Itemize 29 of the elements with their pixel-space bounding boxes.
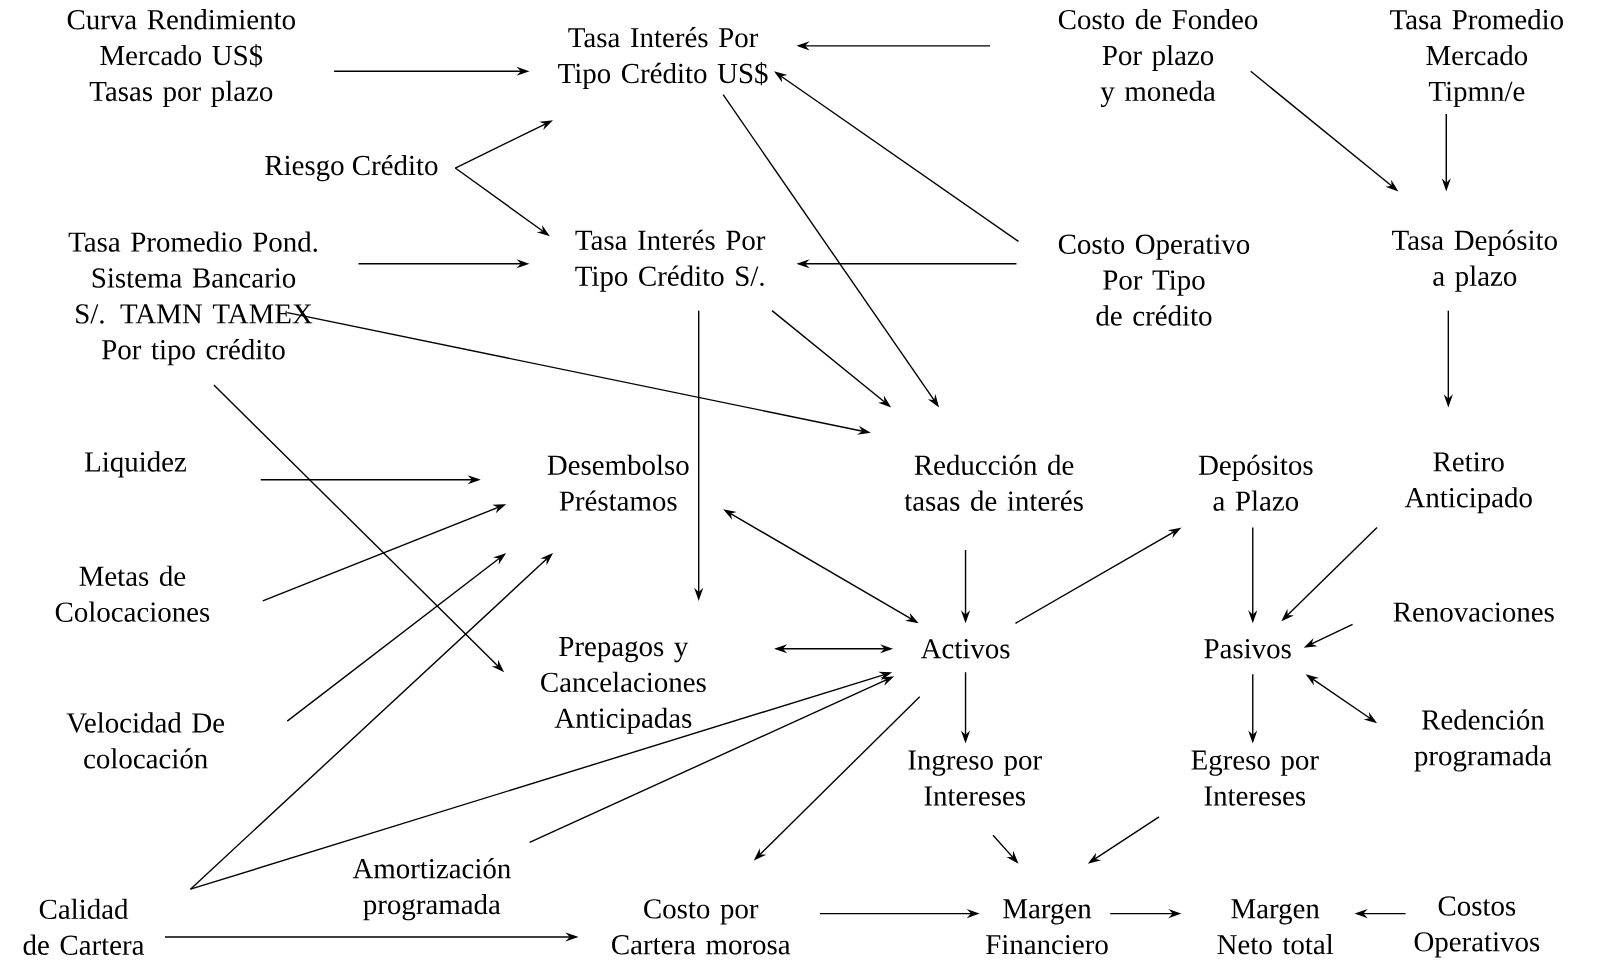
node-label: Calidad de Cartera	[23, 898, 145, 955]
node-label: Margen Financiero	[986, 899, 1108, 955]
node-label: Redención programada	[1414, 709, 1552, 772]
node-label: Retiro Anticipado	[1404, 452, 1532, 514]
node-label: Costo Operativo Por Tipo de crédito	[1058, 234, 1250, 326]
node-label: Liquidez	[84, 451, 186, 478]
node-label: Tasa Promedio Mercado Tipmn/e	[1390, 9, 1563, 107]
node-label: Costo por Cartera morosa	[612, 899, 791, 955]
node-label: Tasa Interés Por Tipo Crédito US$	[558, 27, 768, 90]
node-label: Curva Rendimiento Mercado US$ Tasas por plazo	[67, 9, 295, 107]
node-label: Reducción de tasas de interés	[904, 454, 1083, 511]
node-label: Ingreso por Intereses	[908, 750, 1042, 806]
node-label: Tasa Promedio Pond. Sistema Bancario S/. TAMN TAMEX Por tipo crédito	[68, 231, 317, 366]
node-label: Velocidad De colocación	[66, 712, 225, 769]
node-label: Renovaciones	[1393, 602, 1554, 622]
node-label: Tasa Depósito a plazo	[1392, 229, 1557, 292]
node-label: Prepagos y Cancelaciones Anticipadas	[541, 637, 706, 734]
node-label: Activos	[920, 639, 1010, 659]
node-label: Tasa Interés Por Tipo Crédito S/.	[575, 229, 766, 292]
node-label: Metas de Colocaciones	[55, 565, 210, 622]
node-label: Desembolso Préstamos	[547, 454, 689, 511]
node-label: Depósitos a Plazo	[1198, 454, 1313, 511]
node-label: Pasivos	[1204, 639, 1291, 659]
node-label: Margen Neto total	[1217, 899, 1334, 955]
node-label: Amortización programada	[352, 858, 511, 921]
node-label: Egreso por Intereses	[1191, 750, 1319, 806]
node-label: Costos Operativos	[1414, 896, 1540, 958]
node-label: Riesgo Crédito	[265, 154, 438, 182]
node-label: Costo de Fondeo Por plazo y moneda	[1058, 9, 1258, 108]
